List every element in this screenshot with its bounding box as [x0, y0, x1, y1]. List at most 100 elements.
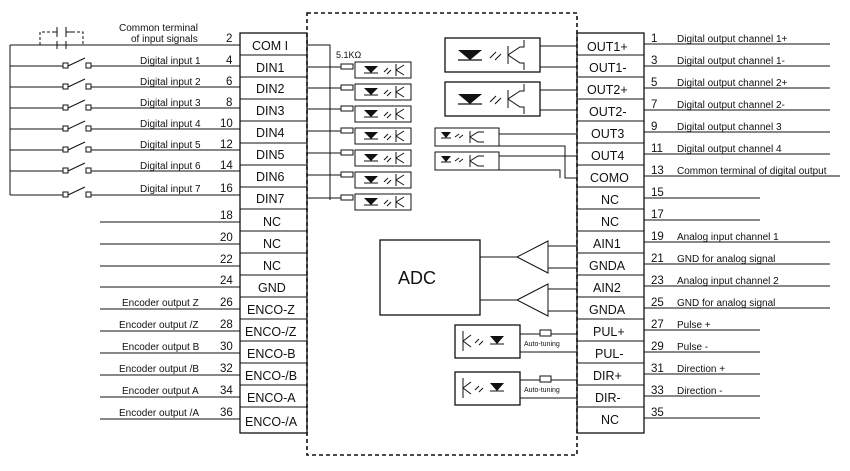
common-pin: 2 — [226, 33, 232, 45]
out-desc: Direction + — [677, 364, 725, 375]
out-signal: GNDA — [589, 259, 626, 273]
opto-out3 — [434, 127, 577, 147]
common-desc-line2: of input signals — [131, 34, 198, 45]
input-pin: 8 — [226, 97, 232, 109]
out-pin: 35 — [651, 407, 664, 419]
adc-block: ADC — [379, 239, 577, 317]
pin-signal: NC — [263, 237, 281, 251]
resistor-label: 5.1KΩ — [336, 50, 362, 60]
input-pin: 12 — [220, 139, 233, 151]
switch-din6 — [10, 162, 240, 174]
input-desc: Digital input 1 — [140, 56, 201, 67]
common-signal: COM I — [252, 39, 288, 53]
opto-out2 — [444, 81, 577, 117]
out-desc: GND for analog signal — [677, 298, 775, 309]
out-pin: 15 — [651, 187, 664, 199]
direction-coupler: Auto-tuning — [454, 371, 577, 406]
right-terminal-block — [576, 32, 645, 434]
out-signal: NC — [601, 413, 619, 427]
input-signal: DIN7 — [256, 192, 285, 206]
out-pin: 5 — [651, 77, 657, 89]
input-desc: Digital input 6 — [140, 161, 201, 172]
switch-din3 — [10, 99, 240, 111]
out-signal: GNDA — [589, 303, 626, 317]
pin-signal: NC — [263, 259, 281, 273]
out-desc: Digital output channel 2+ — [677, 78, 788, 89]
switch-din4 — [10, 120, 240, 132]
out-signal: AIN1 — [593, 237, 621, 251]
input-signal: DIN2 — [256, 82, 285, 96]
pin-desc: Encoder output Z — [122, 298, 199, 309]
input-common-wiring — [9, 27, 240, 195]
pin-number: 34 — [220, 385, 233, 397]
out-desc: Common terminal of digital output — [677, 166, 827, 177]
out-signal: PUL+ — [593, 325, 625, 339]
out-signal: COMO — [590, 171, 629, 185]
lower-left-wiring — [100, 221, 307, 420]
switch-din1 — [10, 57, 240, 69]
input-pin: 16 — [220, 183, 233, 195]
out-pin: 31 — [651, 363, 664, 375]
input-optocouplers — [307, 44, 412, 211]
pin-number: 26 — [220, 297, 233, 309]
pin-number: 30 — [220, 341, 233, 353]
pin-number: 28 — [220, 319, 233, 331]
out-desc: Pulse + — [677, 320, 711, 331]
out-pin: 13 — [651, 165, 664, 177]
input-pin: 4 — [226, 55, 233, 67]
pin-signal: GND — [258, 281, 286, 295]
pin-number: 32 — [220, 363, 233, 375]
pin-desc: Encoder output /B — [119, 364, 199, 375]
left-input-separators — [240, 76, 307, 210]
pin-signal: ENCO-A — [247, 391, 296, 405]
out-pin: 1 — [651, 33, 657, 45]
pin-number: 24 — [220, 275, 233, 287]
opto-din2 — [307, 83, 412, 101]
out-pin: 7 — [651, 99, 657, 111]
right-separators — [577, 54, 644, 408]
input-desc: Digital input 3 — [140, 98, 201, 109]
out-signal: OUT4 — [591, 149, 624, 163]
out-desc: Analog input channel 2 — [677, 276, 779, 287]
out-desc: Direction - — [677, 386, 723, 397]
out-signal: OUT3 — [591, 127, 624, 141]
out-pin: 27 — [651, 319, 664, 331]
input-signal: DIN1 — [256, 61, 285, 75]
out-signal: NC — [601, 215, 619, 229]
input-desc: Digital input 4 — [140, 119, 201, 130]
out-pin: 19 — [651, 231, 664, 243]
switch-din2 — [10, 78, 240, 90]
input-pin: 14 — [220, 160, 233, 172]
input-desc: Digital input 5 — [140, 140, 201, 151]
output-optocouplers — [434, 37, 577, 179]
out-pin: 23 — [651, 275, 664, 287]
out-pin: 9 — [651, 121, 657, 133]
opto-din4 — [307, 127, 412, 145]
input-switches — [10, 57, 240, 198]
auto-tuning-label: Auto-tuning — [524, 387, 560, 394]
right-outer-wiring — [644, 43, 840, 419]
out-desc: Pulse - — [677, 342, 708, 353]
pin-desc: Encoder output B — [122, 342, 200, 353]
input-signal: DIN4 — [256, 126, 285, 140]
out-signal: OUT1+ — [587, 40, 628, 54]
out-pin: 11 — [651, 143, 663, 155]
pin-signal: NC — [263, 215, 281, 229]
out-desc: Digital output channel 2- — [677, 100, 785, 111]
out-desc: Digital output channel 1+ — [677, 34, 788, 45]
lower-left-labels: 18 NC 20 NC 22 NC 24 GND Encoder output … — [119, 210, 298, 429]
pin-signal: ENCO-B — [247, 347, 296, 361]
out-signal: AIN2 — [593, 281, 621, 295]
input-signal: DIN6 — [256, 170, 285, 184]
out-signal: NC — [601, 193, 619, 207]
opto-din5 — [307, 149, 412, 167]
common-desc-line1: Common terminal — [119, 23, 198, 34]
switch-din7 — [10, 186, 240, 198]
pin-desc: Encoder output A — [122, 386, 199, 397]
opto-din7 — [307, 193, 412, 211]
pin-desc: Encoder output /A — [119, 408, 199, 419]
pulse-coupler: Auto-tuning — [454, 324, 577, 359]
pin-signal: ENCO-/Z — [245, 325, 297, 339]
input-desc: Digital input 7 — [140, 184, 201, 195]
pin-number: 20 — [220, 232, 233, 244]
